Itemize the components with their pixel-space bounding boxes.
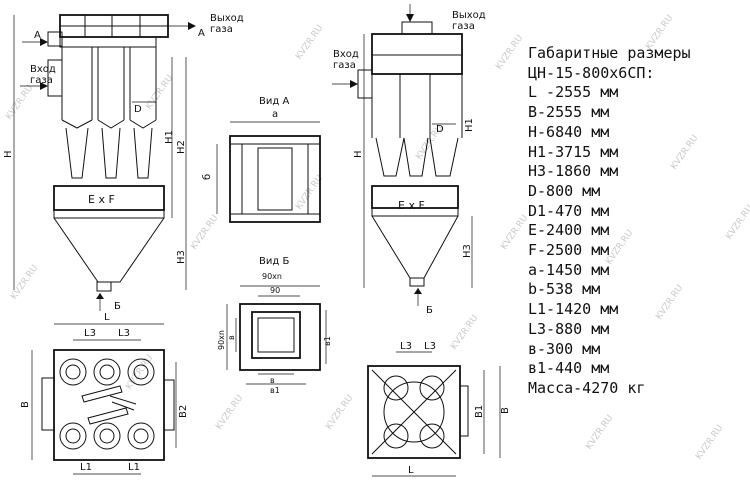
drawing-label: Б bbox=[114, 301, 121, 312]
spec-model: ЦН-15-800х6СП: bbox=[528, 63, 655, 82]
drawing-label: Н1 bbox=[464, 118, 475, 132]
spec-row: D-800 мм bbox=[528, 181, 601, 200]
drawing-label: а bbox=[272, 109, 278, 120]
drawing-label: А bbox=[198, 28, 205, 39]
right-front-view bbox=[332, 4, 473, 306]
drawing-label: L1 bbox=[128, 462, 140, 473]
drawing-label: В1 bbox=[474, 405, 485, 418]
spec-row: B-2555 мм bbox=[528, 103, 610, 122]
spec-title: Габаритные размеры bbox=[528, 44, 691, 62]
watermark-text: KVZR.RU bbox=[494, 33, 525, 71]
drawing-label: Н bbox=[3, 150, 14, 158]
left-front-view bbox=[13, 14, 196, 311]
drawing-label: Н bbox=[353, 150, 364, 158]
spec-row: b-538 мм bbox=[528, 280, 601, 299]
spec-row: L -2555 мм bbox=[528, 83, 619, 102]
spec-row: H3-1860 мм bbox=[528, 162, 619, 181]
spec-row: L1-1420 мм bbox=[528, 300, 619, 319]
drawing-label: L3 bbox=[118, 328, 130, 339]
watermark-text: KVZR.RU bbox=[144, 73, 175, 111]
drawing-label: Вид Б bbox=[259, 256, 289, 267]
drawing-label: Н3 bbox=[176, 250, 187, 264]
right-plan-view bbox=[367, 351, 501, 477]
watermark-text: KVZR.RU bbox=[584, 413, 615, 451]
spec-row: E-2400 мм bbox=[528, 221, 610, 240]
drawing-label: Н1 bbox=[164, 130, 175, 144]
view-b bbox=[226, 285, 327, 385]
spec-row: H-6840 мм bbox=[528, 122, 610, 141]
spec-row: L3-880 мм bbox=[528, 319, 610, 338]
drawing-label: В bbox=[20, 401, 31, 408]
watermark-text: KVZR.RU bbox=[499, 213, 530, 251]
drawing-label: 90 bbox=[270, 286, 280, 295]
drawing-label: L bbox=[104, 312, 110, 323]
drawing-label: Н3 bbox=[462, 244, 473, 258]
left-plan-view bbox=[31, 323, 177, 475]
drawing-label: E x F bbox=[88, 193, 115, 206]
watermark-text: KVZR.RU bbox=[214, 393, 245, 431]
drawing-label: А bbox=[34, 30, 41, 41]
drawing-label: E x F bbox=[398, 199, 425, 212]
drawing-label: В bbox=[500, 407, 511, 414]
spec-row: в-300 мм bbox=[528, 339, 601, 358]
drawing-label: Н2 bbox=[176, 140, 187, 154]
watermark-text: KVZR.RU bbox=[324, 393, 355, 431]
drawing-label: б bbox=[202, 174, 213, 180]
drawing-label: Вид А bbox=[259, 96, 289, 107]
drawing-label: в bbox=[227, 335, 236, 340]
drawing-label: 90хn bbox=[262, 272, 282, 281]
drawing-label: Б bbox=[426, 305, 433, 316]
spec-row: Масса-4270 кг bbox=[528, 378, 646, 397]
drawing-label: 90хn bbox=[217, 330, 226, 350]
spec-row: H1-3715 мм bbox=[528, 142, 619, 161]
watermark-text: KVZR.RU bbox=[189, 213, 220, 251]
drawing-label: в bbox=[270, 376, 275, 385]
spec-row: F-2500 мм bbox=[528, 241, 610, 260]
watermark-text: KVZR.RU bbox=[694, 423, 725, 461]
watermark-text: KVZR.RU bbox=[449, 313, 480, 351]
spec-row: в1-440 мм bbox=[528, 359, 610, 378]
drawing-label: L bbox=[408, 465, 414, 476]
view-a bbox=[216, 121, 321, 223]
spec-row: D1-470 мм bbox=[528, 201, 610, 220]
drawing-label: в1 bbox=[323, 336, 332, 346]
drawing-label: L1 bbox=[80, 462, 92, 473]
drawing-label: D bbox=[436, 124, 444, 135]
drawing-label: D bbox=[134, 104, 142, 115]
spec-row: a-1450 мм bbox=[528, 260, 610, 279]
watermark-text: KVZR.RU bbox=[294, 23, 325, 61]
drawing-label: L3 bbox=[400, 341, 412, 352]
drawing-label: в1 bbox=[270, 386, 280, 395]
drawing-label: L3 bbox=[84, 328, 96, 339]
drawing-label: L3 bbox=[424, 341, 436, 352]
drawing-label: В2 bbox=[178, 405, 189, 418]
watermark-text: KVZR.RU bbox=[4, 83, 35, 121]
spec-panel: Габаритные размеры ЦН-15-800х6СП: L -255… bbox=[528, 44, 748, 399]
